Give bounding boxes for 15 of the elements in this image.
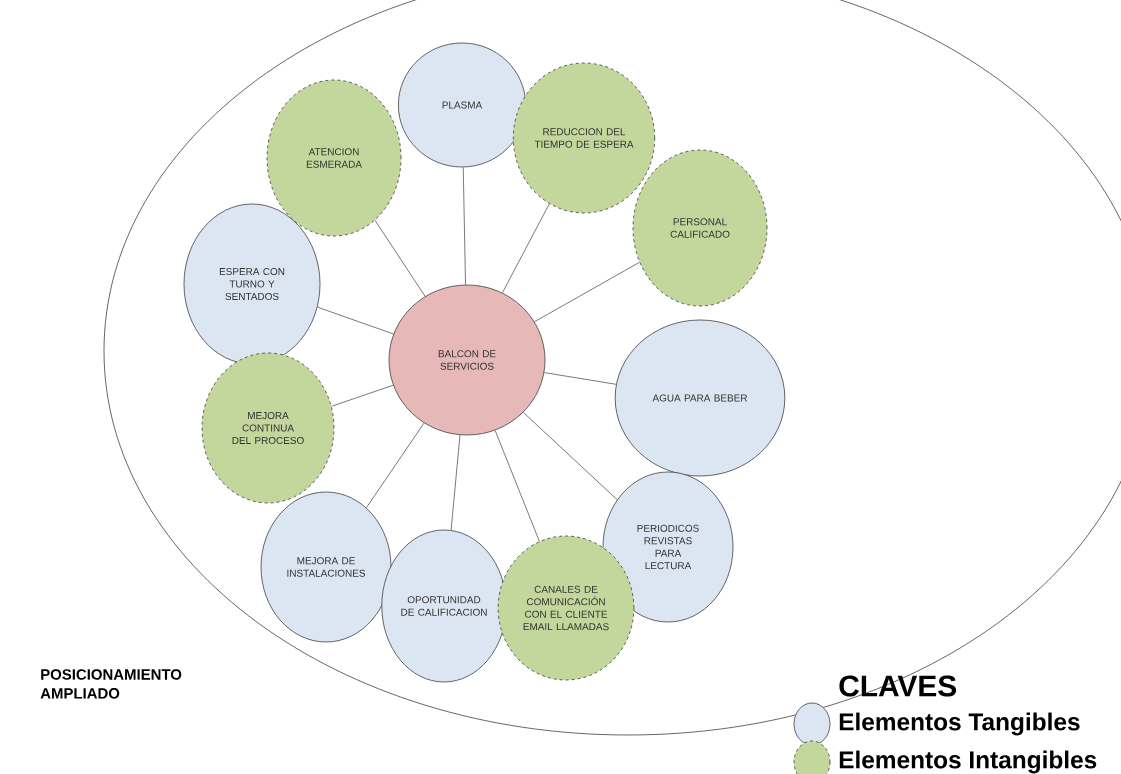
connector-line — [494, 430, 540, 542]
connector-line — [534, 261, 640, 323]
connector-line — [502, 203, 550, 294]
connector-line — [374, 219, 426, 297]
ellipse-heading: POSICIONAMIENTO AMPLIADO — [40, 669, 182, 699]
legend-text: Elementos Tangibles — [839, 712, 1080, 736]
legend-heading: CLAVES — [839, 675, 957, 697]
legend-text: Elementos Intangibles — [839, 750, 1097, 774]
connector-line — [450, 434, 461, 531]
connector-line — [523, 412, 618, 500]
connector-line — [317, 306, 394, 335]
connector-line — [462, 167, 466, 285]
connector-line — [331, 384, 394, 407]
connector-line — [543, 372, 617, 385]
connector-line — [366, 422, 425, 509]
